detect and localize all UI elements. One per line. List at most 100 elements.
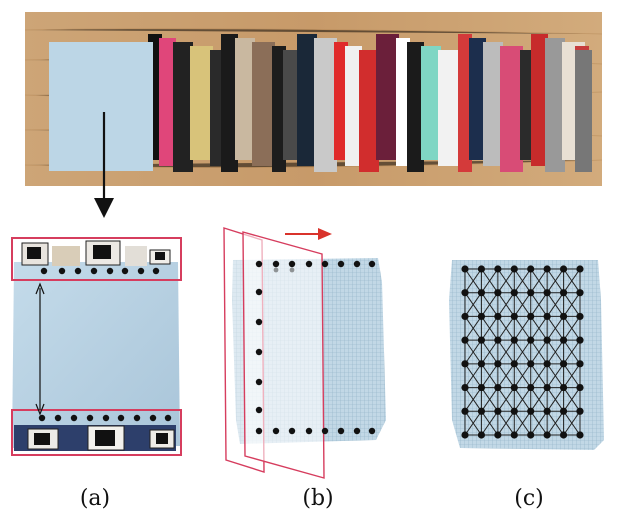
graph-node (527, 336, 535, 344)
keypoint-bottom (272, 427, 280, 435)
edge-diagonal (464, 363, 482, 388)
fabric-strip (283, 50, 300, 160)
graph-node (527, 360, 535, 368)
fabric-strip (159, 38, 176, 166)
keypoint-left (255, 406, 263, 414)
keypoint-top (305, 260, 313, 268)
graph-node (543, 407, 551, 415)
keypoint-bottom (255, 427, 263, 435)
graph-node (510, 265, 518, 273)
keypoint-top (368, 260, 376, 268)
fabric-strip (421, 46, 441, 160)
graph-node (559, 312, 568, 321)
keypoint-left (255, 288, 263, 296)
graph-node (559, 289, 568, 297)
edge-diagonal (530, 268, 548, 293)
graph-node (510, 431, 518, 439)
graph-node (477, 336, 486, 344)
graph-node (477, 383, 486, 392)
edge-diagonal (481, 268, 499, 293)
fabric-strip (272, 46, 286, 172)
edge-diagonal (513, 387, 532, 412)
panel-c (449, 260, 604, 450)
highlight-box-bottom (11, 409, 182, 456)
edge-diagonal (513, 411, 532, 436)
cloth-sample-a (12, 262, 180, 448)
fabric-strip (235, 38, 255, 160)
fabric-strip (252, 42, 275, 166)
edge-diagonal (530, 363, 548, 388)
edge-diagonal (497, 316, 515, 341)
graph-node (510, 289, 518, 297)
graph-node (543, 360, 551, 368)
sweep-arrow-head (318, 228, 332, 240)
graph-node (576, 312, 584, 321)
edge-diagonal (464, 316, 482, 341)
graph-node (527, 407, 535, 415)
grasp-point (137, 267, 145, 275)
graph-node (477, 312, 486, 321)
graph-node (494, 265, 502, 273)
fabric-strip (359, 50, 379, 172)
edge-diagonal (464, 339, 482, 365)
cloth-graph (461, 265, 584, 439)
graph-node (576, 289, 584, 297)
graph-node (510, 407, 518, 415)
graph-node (477, 407, 486, 415)
graph-node (494, 383, 502, 392)
graph-node (527, 383, 535, 392)
grasp-point (90, 267, 98, 275)
fabric-strip (190, 46, 213, 160)
keypoint-top (321, 260, 329, 268)
graph-node (477, 265, 486, 273)
graph-node (461, 265, 469, 273)
edge-diagonal (464, 268, 482, 293)
edge-diagonal (546, 411, 564, 436)
graph-node (527, 312, 535, 321)
graph-node (576, 407, 584, 415)
edge-diagonal (513, 268, 532, 293)
graph-node (527, 289, 535, 297)
fabric-strip (483, 42, 503, 166)
graph-node (559, 407, 568, 415)
edge-diagonal (481, 363, 499, 388)
fabric-strip (173, 42, 193, 172)
graph-node (576, 336, 584, 344)
fabric-strip (438, 50, 461, 166)
grasp-point (74, 267, 82, 275)
edge-diagonal (546, 339, 564, 365)
aruco-markers-bottom (14, 425, 176, 451)
edge-diagonal (563, 339, 581, 365)
grasp-point (38, 414, 46, 422)
edge-diagonal (464, 292, 482, 317)
grasp-point (40, 267, 48, 275)
edge-diagonal (563, 411, 581, 436)
graph-node (576, 383, 584, 392)
edge-diagonal (563, 316, 581, 341)
keypoint-bottom (321, 427, 329, 435)
fabric-strip (396, 38, 410, 166)
fabric-strip (334, 42, 348, 160)
panel-label-a: (a) (80, 486, 110, 511)
edge-diagonal (513, 363, 532, 388)
keypoint-faint (289, 267, 295, 273)
edge-diagonal (563, 268, 581, 293)
keypoint-top (337, 260, 345, 268)
distance-arrow-head-top (35, 282, 45, 295)
grasp-point (70, 414, 78, 422)
keypoint-top (288, 260, 296, 268)
graph-node (461, 289, 469, 297)
grasp-point (121, 267, 129, 275)
graph-node (461, 431, 469, 439)
edge-diagonal (546, 268, 564, 293)
keypoint-faint (273, 267, 279, 273)
keypoint-left (255, 348, 263, 356)
fabric-strip (500, 46, 523, 172)
edge-diagonal (481, 411, 499, 436)
grasp-point (152, 267, 160, 275)
fabric-strip (345, 46, 362, 166)
keypoint-bottom (288, 427, 296, 435)
graph-node (543, 431, 551, 439)
graph-node (477, 431, 486, 439)
